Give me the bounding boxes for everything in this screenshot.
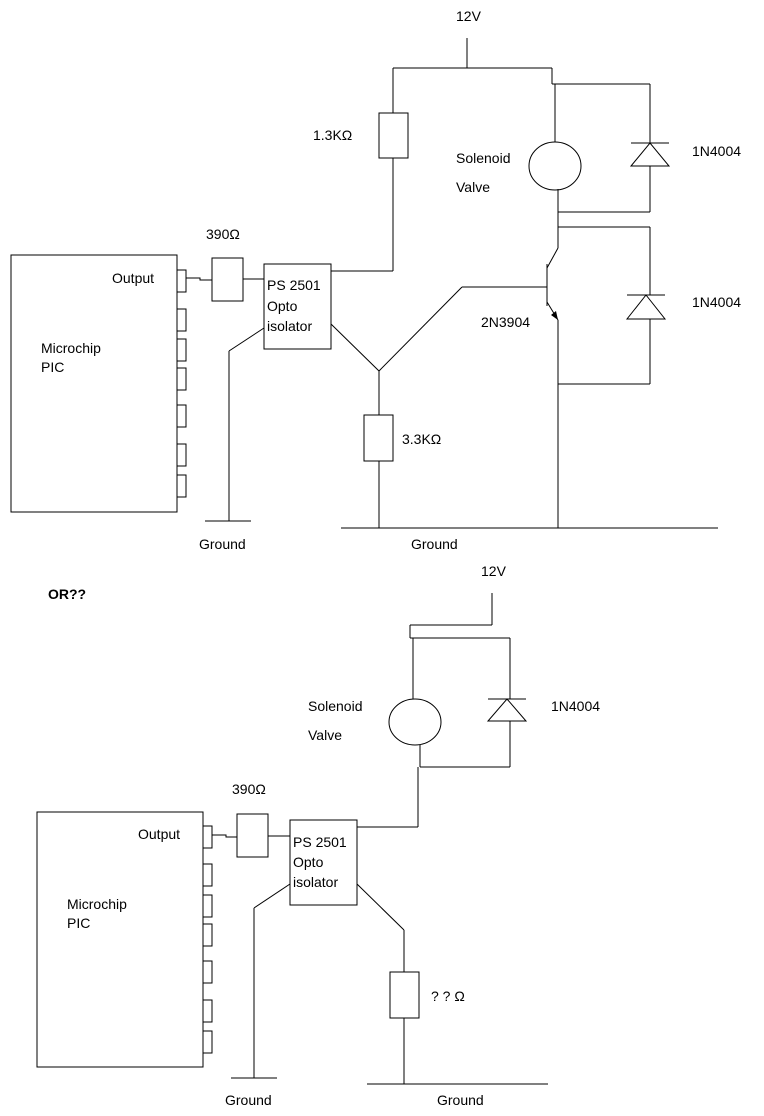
ground-label-left-2: Ground	[225, 1092, 272, 1108]
pin	[176, 269, 187, 293]
pin	[202, 923, 213, 947]
supply-label-1: 12V	[456, 8, 482, 24]
pin	[176, 443, 187, 467]
circuit-1: 12V 1.3KΩ Solenoid Valve 1N4004 2N390	[10, 8, 741, 552]
resistor-unknown-label: ? ? Ω	[431, 988, 465, 1004]
solenoid-label-2a: Solenoid	[308, 698, 363, 714]
diode-label-2: 1N4004	[551, 698, 600, 714]
pin	[202, 894, 213, 918]
mcu-label-1a: Microchip	[41, 340, 101, 356]
opto-label-2c: isolator	[293, 874, 338, 890]
pin	[176, 367, 187, 391]
resistor-1k3-label: 1.3KΩ	[313, 127, 352, 143]
microchip-pic-1	[10, 254, 178, 513]
pin	[176, 474, 187, 498]
opto-label-1c: isolator	[267, 318, 312, 334]
resistor-unknown	[389, 971, 420, 1019]
pic-pins-1	[176, 269, 187, 498]
pic-pins-2	[202, 825, 213, 1054]
circuit-2: 12V Solenoid Valve 1N4004 PS 2501 Opto i…	[36, 563, 600, 1108]
pin	[202, 960, 213, 984]
wire	[253, 883, 291, 909]
opto-isolator-2	[289, 819, 358, 906]
supply-label-2: 12V	[481, 563, 507, 579]
opto-label-1b: Opto	[267, 298, 298, 314]
mcu-label-2a: Microchip	[67, 896, 127, 912]
solenoid-valve-2	[388, 698, 442, 746]
pin	[202, 1030, 213, 1054]
solenoid-valve-1	[528, 141, 582, 191]
or-separator: OR??	[48, 586, 86, 602]
diode-1n4004-top	[629, 142, 671, 167]
output-label-1: Output	[112, 270, 154, 286]
transistor-arrow	[551, 311, 558, 320]
solenoid-label-1b: Valve	[456, 179, 490, 195]
output-label-2: Output	[138, 826, 180, 842]
microchip-pic-2	[36, 811, 204, 1068]
pin	[176, 404, 187, 428]
resistor-390-label: 390Ω	[206, 226, 240, 242]
mcu-label-2b: PIC	[67, 915, 90, 931]
wire	[330, 323, 380, 372]
pin	[176, 308, 187, 332]
diode-label-bottom: 1N4004	[692, 294, 741, 310]
pin	[176, 338, 187, 362]
ground-label-right-2: Ground	[437, 1092, 484, 1108]
diode-label-top: 1N4004	[692, 143, 741, 159]
diode-1n4004-2	[486, 698, 528, 722]
resistor-3k3	[363, 414, 394, 462]
solenoid-label-2b: Valve	[308, 727, 342, 743]
opto-label-2b: Opto	[293, 854, 324, 870]
diode-1n4004-bottom	[625, 294, 667, 320]
resistor-1k3	[378, 112, 409, 159]
wire	[212, 834, 237, 838]
resistor-390	[211, 257, 244, 302]
wire	[186, 277, 212, 281]
solenoid-label-1a: Solenoid	[456, 150, 511, 166]
opto-label-1a: PS 2501	[267, 277, 321, 293]
pin	[202, 863, 213, 887]
pin	[202, 825, 213, 849]
ground-label-right-1: Ground	[411, 536, 458, 552]
transistor-label: 2N3904	[481, 314, 530, 330]
opto-label-2a: PS 2501	[293, 834, 347, 850]
mcu-label-1b: PIC	[41, 359, 64, 375]
resistor-390-label-2: 390Ω	[232, 781, 266, 797]
wire	[356, 883, 405, 931]
transistor-collector	[546, 247, 559, 269]
resistor-3k3-label: 3.3KΩ	[402, 431, 441, 447]
opto-isolator-1	[263, 263, 332, 350]
wire	[378, 286, 463, 372]
resistor-390-2	[236, 813, 269, 858]
wire	[228, 327, 265, 352]
ground-label-left-1: Ground	[199, 536, 246, 552]
pin	[202, 999, 213, 1023]
